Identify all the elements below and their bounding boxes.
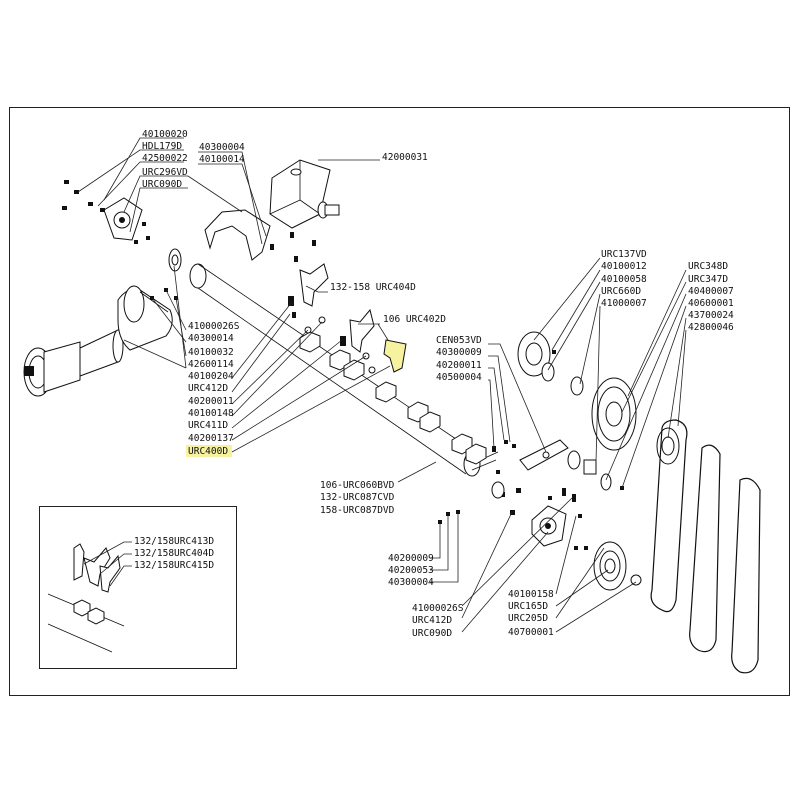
label-urc411d: URC411D bbox=[188, 420, 228, 431]
blades bbox=[299, 263, 407, 373]
label-40200011-mid: 40200011 bbox=[436, 360, 482, 371]
label-43700024: 43700024 bbox=[688, 310, 734, 321]
label-hdl179d: HDL179D bbox=[142, 141, 182, 152]
label-40100020: 40100020 bbox=[142, 129, 188, 140]
parts-drawing bbox=[23, 159, 761, 674]
label-42000031: 42000031 bbox=[382, 152, 428, 163]
label-42600114: 42600114 bbox=[188, 359, 234, 370]
label-40700001: 40700001 bbox=[508, 627, 554, 638]
label-urc347d: URC347D bbox=[688, 274, 728, 285]
label-urc412d-bottom: URC412D bbox=[412, 615, 452, 626]
label-40100148: 40100148 bbox=[188, 408, 234, 419]
label-inset-urc413d: 132/158URC413D bbox=[134, 536, 214, 547]
label-40100032: 40100032 bbox=[188, 347, 234, 358]
label-urc660d: URC660D bbox=[601, 286, 641, 297]
label-41000007: 41000007 bbox=[601, 298, 647, 309]
pto-shaft bbox=[23, 285, 173, 397]
label-40200137: 40200137 bbox=[188, 433, 234, 444]
label-40300004-bottom: 40300004 bbox=[388, 577, 434, 588]
label-40100012: 40100012 bbox=[601, 261, 647, 272]
label-40600001: 40600001 bbox=[688, 298, 734, 309]
hardware bbox=[62, 180, 624, 550]
leader-lines bbox=[77, 137, 687, 633]
blade-urc400d-highlight bbox=[383, 339, 407, 373]
label-inset-urc415d: 132/158URC415D bbox=[134, 560, 214, 571]
gearbox bbox=[269, 159, 340, 229]
inset-frame bbox=[39, 506, 237, 669]
part-labels: 40100020 HDL179D 42500022 URC296VD URC09… bbox=[134, 129, 734, 639]
label-132-urc087cvd: 132-URC087CVD bbox=[320, 492, 395, 503]
label-106-urc402d: 106 URC402D bbox=[383, 314, 446, 325]
right-pulley-assembly bbox=[517, 331, 680, 591]
label-132-158-urc404d: 132-158 URC404D bbox=[330, 282, 416, 293]
label-40500004: 40500004 bbox=[436, 372, 482, 383]
label-urc137vd: URC137VD bbox=[601, 249, 647, 260]
label-41000026s-bottom: 41000026S bbox=[412, 603, 464, 614]
label-40300014: 40300014 bbox=[188, 333, 234, 344]
label-40200053: 40200053 bbox=[388, 565, 434, 576]
label-42500022: 42500022 bbox=[142, 153, 188, 164]
label-cen053vd: CEN053VD bbox=[436, 335, 482, 346]
label-urc165d: URC165D bbox=[508, 601, 548, 612]
label-urc400d-highlight bbox=[186, 445, 232, 457]
label-urc412d-left: URC412D bbox=[188, 383, 228, 394]
label-42800046: 42800046 bbox=[688, 322, 734, 333]
label-urc205d: URC205D bbox=[508, 613, 548, 624]
label-40100204: 40100204 bbox=[188, 371, 234, 382]
label-40300009: 40300009 bbox=[436, 347, 482, 358]
label-40100158: 40100158 bbox=[508, 589, 554, 600]
flange-bearing-top bbox=[103, 197, 143, 241]
label-40200011-left: 40200011 bbox=[188, 396, 234, 407]
label-inset-urc404d: 132/158URC404D bbox=[134, 548, 214, 559]
diagram-frame bbox=[9, 107, 790, 696]
label-40200009: 40200009 bbox=[388, 553, 434, 564]
label-40100014: 40100014 bbox=[199, 154, 245, 165]
label-urc348d: URC348D bbox=[688, 261, 728, 272]
label-158-urc087dvd: 158-URC087DVD bbox=[320, 505, 395, 516]
label-urc090d-bottom: URC090D bbox=[412, 628, 452, 639]
label-urc090d-top: URC090D bbox=[142, 179, 182, 190]
label-urc400d: URC400D bbox=[188, 446, 228, 457]
label-urc296vd: URC296VD bbox=[142, 167, 188, 178]
label-40300004-top: 40300004 bbox=[199, 142, 245, 153]
guard-cover bbox=[204, 209, 271, 261]
label-40100058: 40100058 bbox=[601, 274, 647, 285]
label-40400007: 40400007 bbox=[688, 286, 734, 297]
label-106-urc060bvd: 106-URC060BVD bbox=[320, 480, 395, 491]
label-41000026s-left: 41000026S bbox=[188, 321, 240, 332]
main-shaft bbox=[189, 263, 499, 477]
inset-drawing bbox=[47, 543, 125, 653]
